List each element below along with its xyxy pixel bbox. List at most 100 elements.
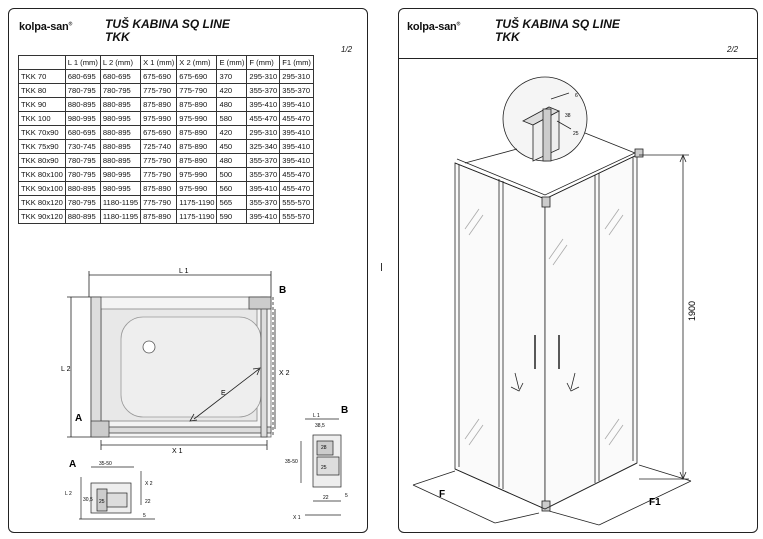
table-header-cell [18,55,66,70]
value-cell: 455-470 [246,111,281,126]
label-e: E [221,390,226,397]
detail-a-d2: 25 [99,499,105,505]
table-header-cell: E (mm) [216,55,248,70]
value-cell: 880-895 [99,97,142,112]
value-cell: 880-895 [99,153,142,168]
value-cell: 675-690 [176,69,218,84]
detail-a: A 35-50 L 2 X 2 30,5 25 22 5 [65,459,155,520]
model-cell: TKK 90x100 [18,181,66,196]
page-number: 1/2 [341,45,353,54]
detail-a-d4: 5 [143,513,146,519]
detail-a-x2: X 2 [145,481,153,487]
model-cell: TKK 70 [18,69,66,84]
title-line-1-2: TUŠ KABINA SQ LINE [495,17,620,31]
detail-d2: 38 [565,113,571,119]
value-cell: 780-795 [64,167,101,182]
title-line-2: TKK [105,30,130,44]
detail-b-d3: 35-50 [285,459,298,465]
label-x2: X 2 [279,370,290,377]
value-cell: 355-370 [279,83,314,98]
value-cell: 565 [216,195,248,210]
detail-b-d2: 28 [321,445,327,451]
table-header-cell: F (mm) [246,55,281,70]
value-cell: 455-470 [279,181,314,196]
title-line-1: TUŠ KABINA SQ LINE [105,17,230,31]
tray-plan-drawing: L 1 L 2 X 1 X 2 E B A A 35-50 L 2 X 2 30… [61,268,348,521]
value-cell: 880-895 [99,125,142,140]
value-cell: 455-470 [279,167,314,182]
value-cell: 1180-1195 [99,195,142,210]
drawing-sheet-2: kolpa-san® TUŠ KABINA SQ LINE TKK 2/2 [398,8,758,533]
value-cell: 395-410 [246,181,281,196]
value-cell: 875-890 [140,209,178,224]
detail-a-l2: L 2 [65,491,72,497]
value-cell: 880-895 [99,139,142,154]
value-cell: 780-795 [64,195,101,210]
value-cell: 980-995 [99,181,142,196]
detail-a-dim-top: 35-50 [99,461,112,467]
value-cell: 580 [216,111,248,126]
dim-f1-label: F1 [649,497,661,508]
model-cell: TKK 80 [18,83,66,98]
value-cell: 480 [216,153,248,168]
model-cell: TKK 75x90 [18,139,66,154]
model-cell: TKK 90 [18,97,66,112]
height-label: 1900 [687,301,697,321]
value-cell: 975-990 [176,111,218,126]
enclosure-3d-drawing: 6 38 25 1900 F F1 [412,76,697,526]
detail-a-d3: 22 [145,499,151,505]
value-cell: 295-310 [246,125,281,140]
value-cell: 295-310 [279,69,314,84]
page-number-2: 2/2 [727,45,739,54]
table-header-cell: L 1 (mm) [64,55,101,70]
value-cell: 775-790 [140,153,178,168]
detail-b: B L 1 38,5 28 35-50 25 22 5 X 1 [285,405,348,521]
value-cell: 590 [216,209,248,224]
value-cell: 395-410 [279,139,314,154]
value-cell: 780-795 [64,153,101,168]
value-cell: 395-410 [246,209,281,224]
detail-b-l1: L 1 [313,413,320,419]
brand-logo: kolpa-san® [19,21,72,33]
value-cell: 780-795 [64,83,101,98]
value-cell: 295-310 [246,69,281,84]
detail-b-x1: X 1 [293,515,301,521]
model-cell: TKK 80x100 [18,167,66,182]
detail-b-d4: 25 [321,465,327,471]
title-line-2-2: TKK [495,30,520,44]
marker-a: A [75,413,82,424]
label-x1: X 1 [172,448,183,455]
value-cell: 680-695 [99,69,142,84]
value-cell: 395-410 [279,153,314,168]
value-cell: 875-890 [176,97,218,112]
value-cell: 1175-1190 [176,209,218,224]
value-cell: 1180-1195 [99,209,142,224]
detail-d1: 6 [575,93,578,99]
value-cell: 675-690 [140,125,178,140]
detail-b-d6: 5 [345,493,348,499]
value-cell: 420 [216,83,248,98]
value-cell: 875-890 [176,153,218,168]
value-cell: 395-410 [246,97,281,112]
value-cell: 355-370 [246,83,281,98]
value-cell: 680-695 [64,69,101,84]
brand-logo-2: kolpa-san® [407,21,460,33]
value-cell: 980-995 [99,167,142,182]
detail-b-d5: 22 [323,495,329,501]
value-cell: 875-890 [176,125,218,140]
value-cell: 730-745 [64,139,101,154]
value-cell: 355-370 [246,195,281,210]
value-cell: 980-995 [64,111,101,126]
value-cell: 880-895 [64,97,101,112]
value-cell: 500 [216,167,248,182]
sheet-title: TUŠ KABINA SQ LINE TKK [105,18,230,44]
value-cell: 420 [216,125,248,140]
page-divider-mark [381,263,382,271]
